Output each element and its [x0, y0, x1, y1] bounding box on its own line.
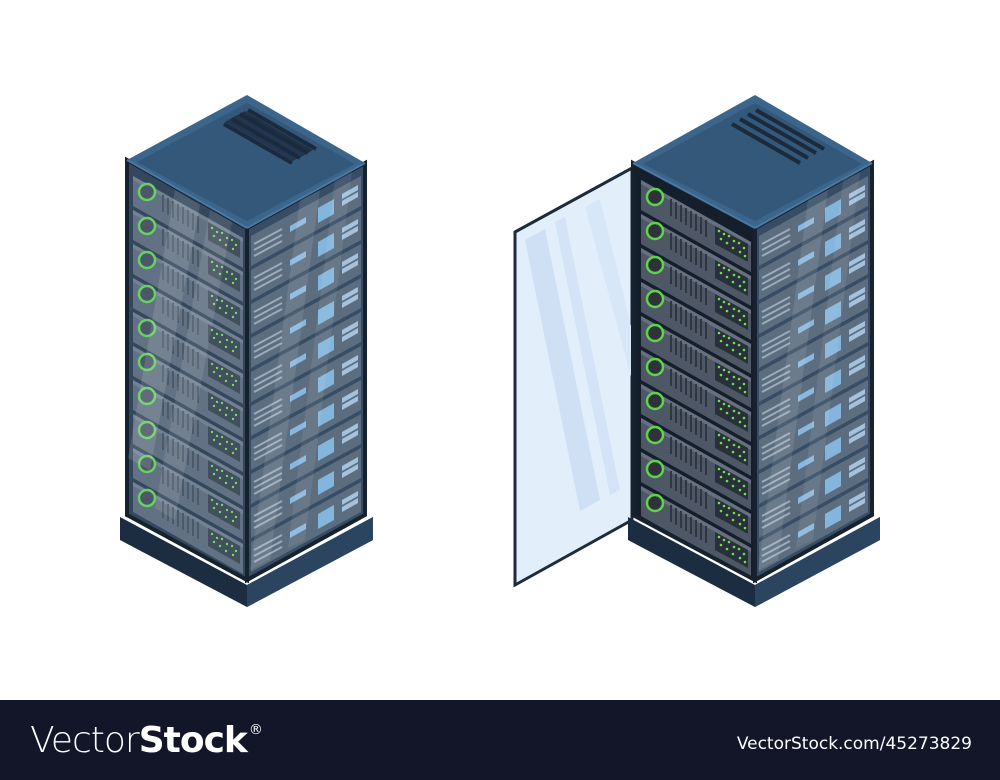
registered-mark: ®: [248, 722, 263, 738]
server-racks-illustration: [120, 95, 880, 607]
server-rack-open: [513, 95, 880, 607]
server-units-side: [250, 176, 362, 573]
server-units-side: [758, 176, 869, 573]
image-reference[interactable]: VectorStock.com/45273829: [736, 734, 972, 754]
vectorstock-logo[interactable]: VectorStock®: [30, 720, 263, 761]
watermark-footer: VectorStock® VectorStock.com/45273829: [0, 700, 1000, 780]
server-units-front: [639, 180, 753, 580]
server-rack-closed: [120, 95, 373, 607]
brand-light: Vector: [30, 720, 140, 761]
brand-bold: Stock: [138, 720, 248, 761]
server-units-front: [131, 176, 245, 576]
